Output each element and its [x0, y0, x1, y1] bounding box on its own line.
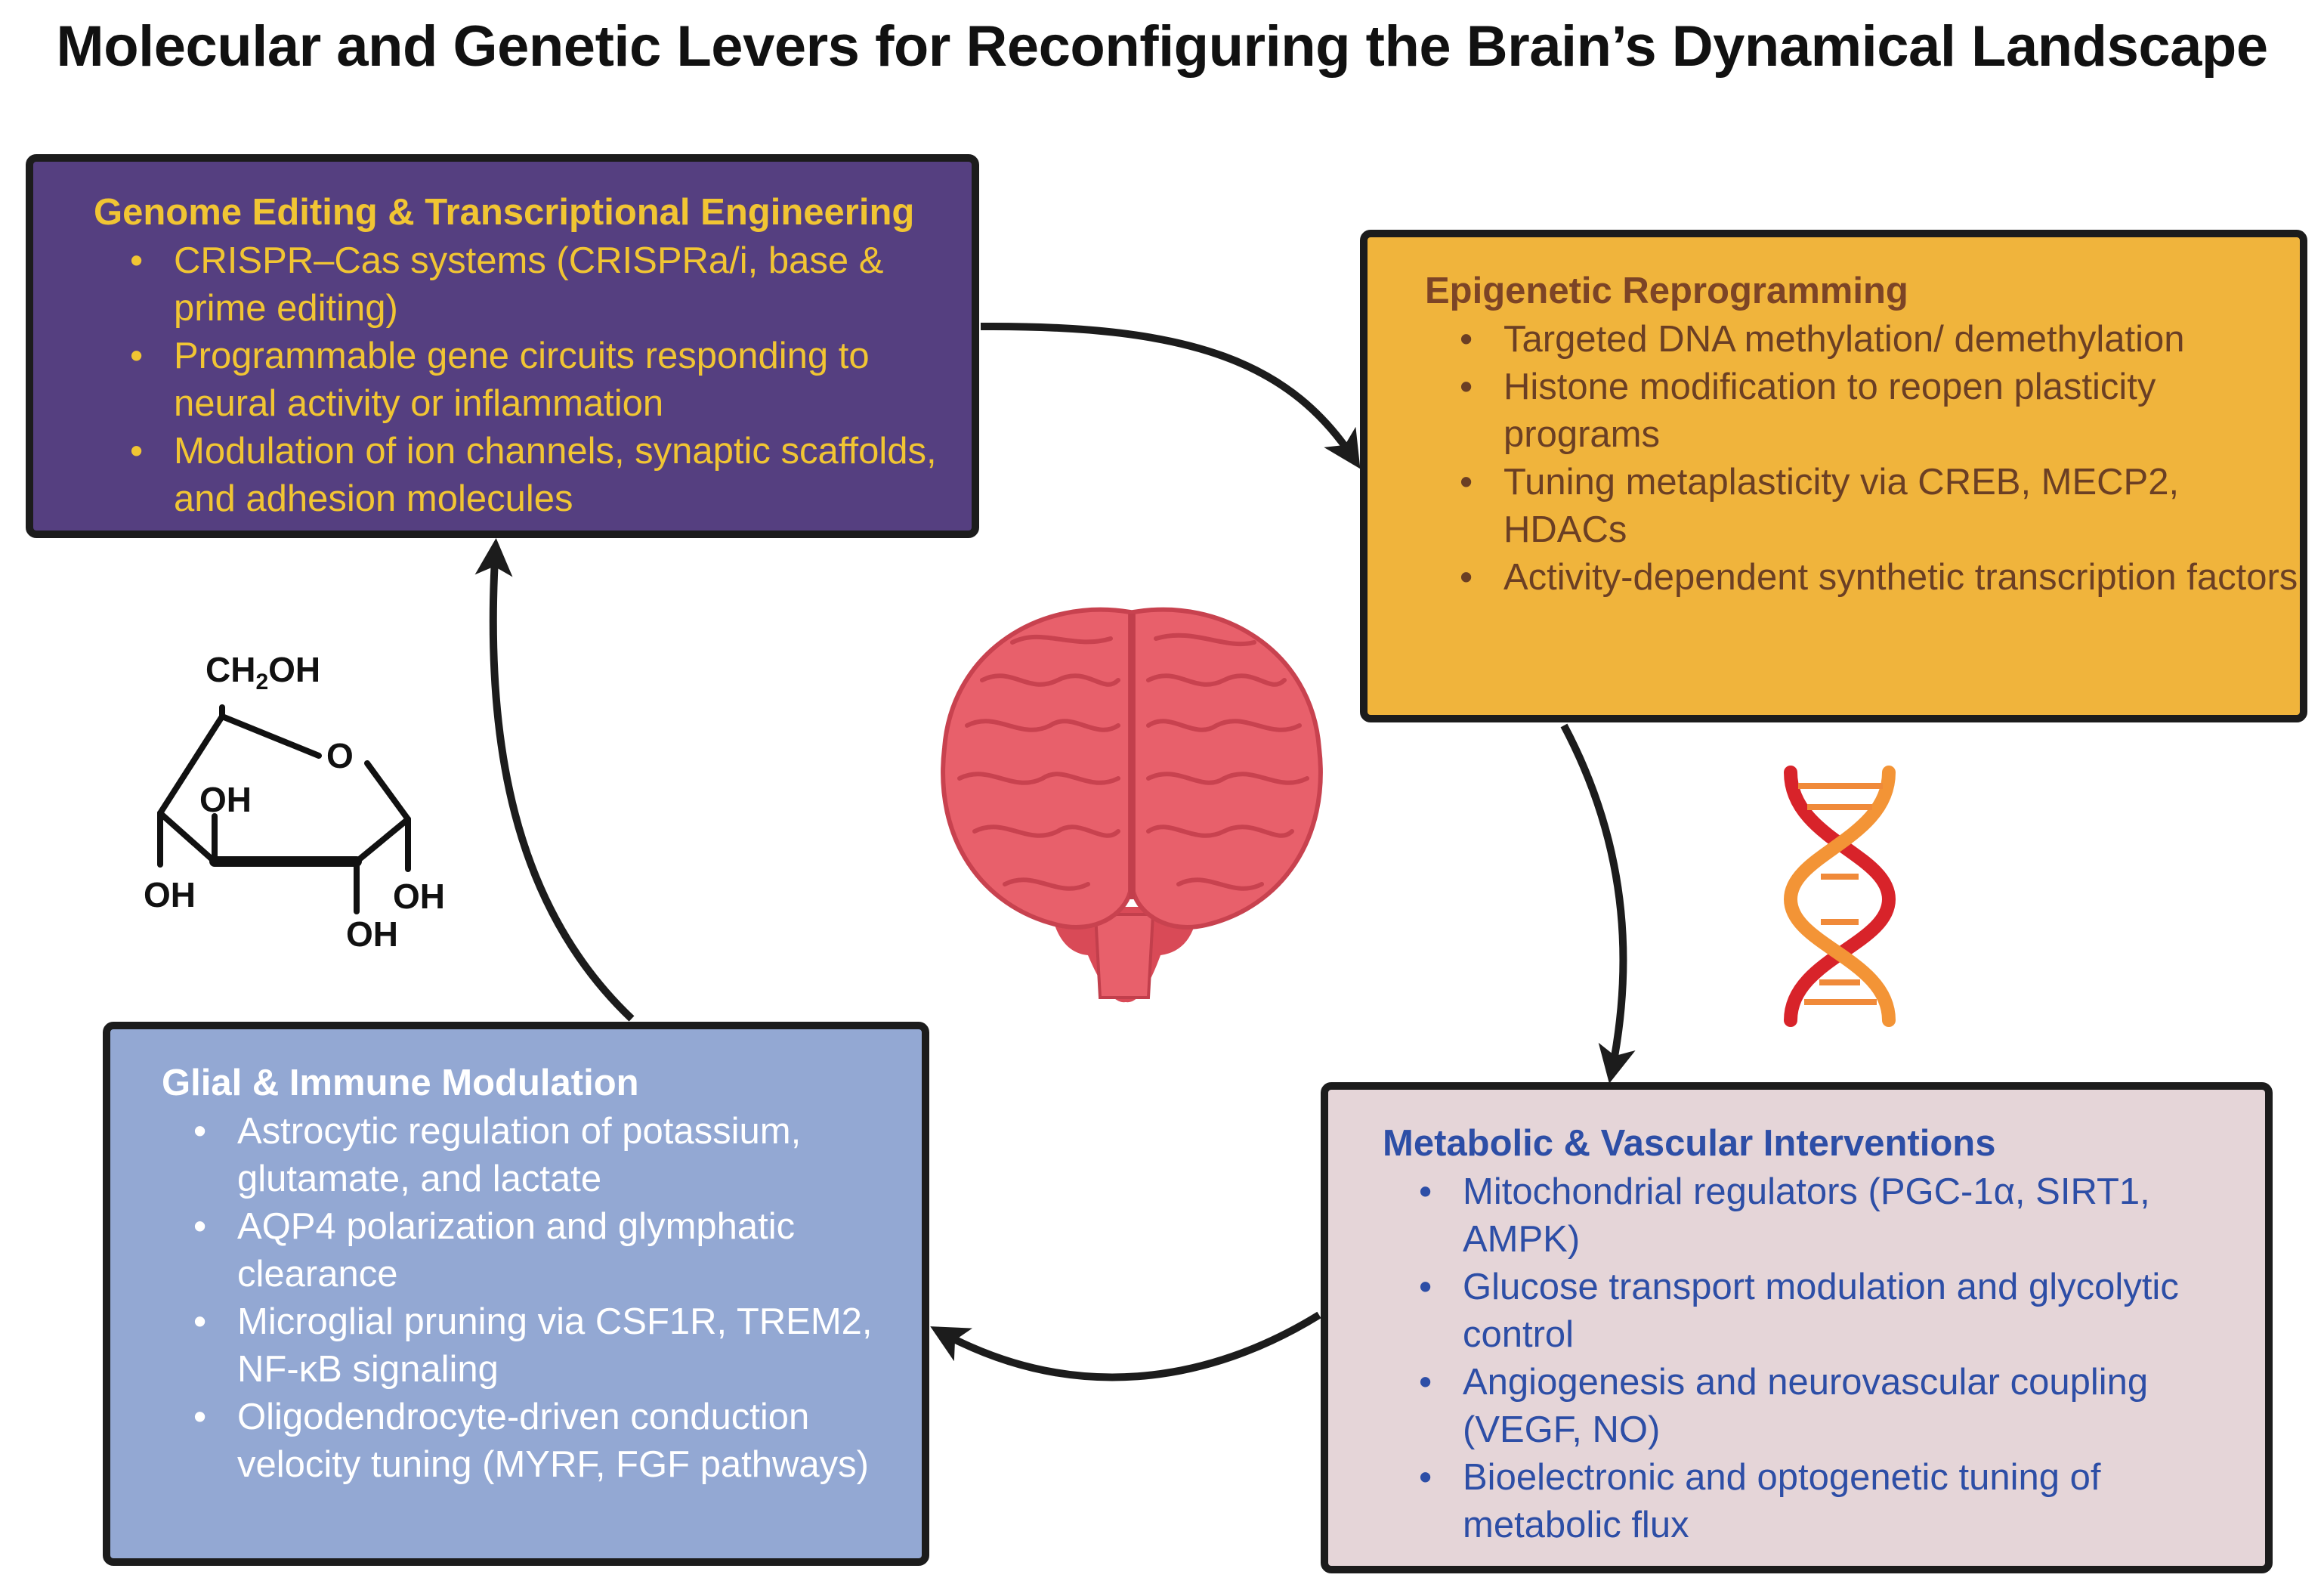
- glial-immune-box: Glial & Immune Modulation Astrocytic reg…: [103, 1022, 929, 1566]
- genome-editing-heading: Genome Editing & Transcriptional Enginee…: [94, 192, 915, 233]
- list-item: Activity-dependent synthetic transcripti…: [1460, 554, 2300, 602]
- diagram-title: Molecular and Genetic Levers for Reconfi…: [56, 14, 2268, 79]
- glial-list: Astrocytic regulation of potassium, glut…: [110, 1108, 922, 1489]
- arrow-metabolic-to-glial: [930, 1311, 1321, 1381]
- list-item: Histone modification to reopen plasticit…: [1460, 363, 2300, 459]
- list-item: Modulation of ion channels, synaptic sca…: [130, 428, 972, 523]
- list-item: Programmable gene circuits responding to…: [130, 333, 972, 428]
- epigenetic-list: Targeted DNA methylation/ demethylation …: [1368, 316, 2300, 602]
- metabolic-heading: Metabolic & Vascular Interventions: [1383, 1123, 1996, 1164]
- genome-editing-list: CRISPR–Cas systems (CRISPRa/i, base & pr…: [33, 237, 972, 523]
- list-item: Microglial pruning via CSF1R, TREM2, NF-…: [193, 1298, 922, 1394]
- arrow-genome-to-epigenetic: [980, 322, 1361, 469]
- glial-heading: Glial & Immune Modulation: [162, 1063, 639, 1103]
- list-item: Astrocytic regulation of potassium, glut…: [193, 1108, 922, 1203]
- list-item: Bioelectronic and optogenetic tuning of …: [1419, 1454, 2265, 1549]
- list-item: Angiogenesis and neurovascular coupling …: [1419, 1359, 2265, 1454]
- genome-editing-box: Genome Editing & Transcriptional Enginee…: [26, 154, 979, 538]
- metabolic-list: Mitochondrial regulators (PGC-1α, SIRT1,…: [1328, 1168, 2265, 1549]
- epigenetic-reprogramming-box: Epigenetic Reprogramming Targeted DNA me…: [1360, 230, 2307, 722]
- list-item: Mitochondrial regulators (PGC-1α, SIRT1,…: [1419, 1168, 2265, 1264]
- list-item: Tuning metaplasticity via CREB, MECP2, H…: [1460, 459, 2300, 554]
- metabolic-vascular-box: Metabolic & Vascular Interventions Mitoc…: [1321, 1082, 2273, 1573]
- list-item: Targeted DNA methylation/ demethylation: [1460, 316, 2300, 363]
- arrow-glial-to-genome: [474, 538, 635, 1022]
- list-item: Glucose transport modulation and glycoly…: [1419, 1264, 2265, 1359]
- arrow-epigenetic-to-metabolic: [1560, 723, 1636, 1084]
- epigenetic-heading: Epigenetic Reprogramming: [1425, 271, 1908, 311]
- list-item: AQP4 polarization and glymphatic clearan…: [193, 1203, 922, 1298]
- list-item: CRISPR–Cas systems (CRISPRa/i, base & pr…: [130, 237, 972, 333]
- list-item: Oligodendrocyte-driven conduction veloci…: [193, 1394, 922, 1489]
